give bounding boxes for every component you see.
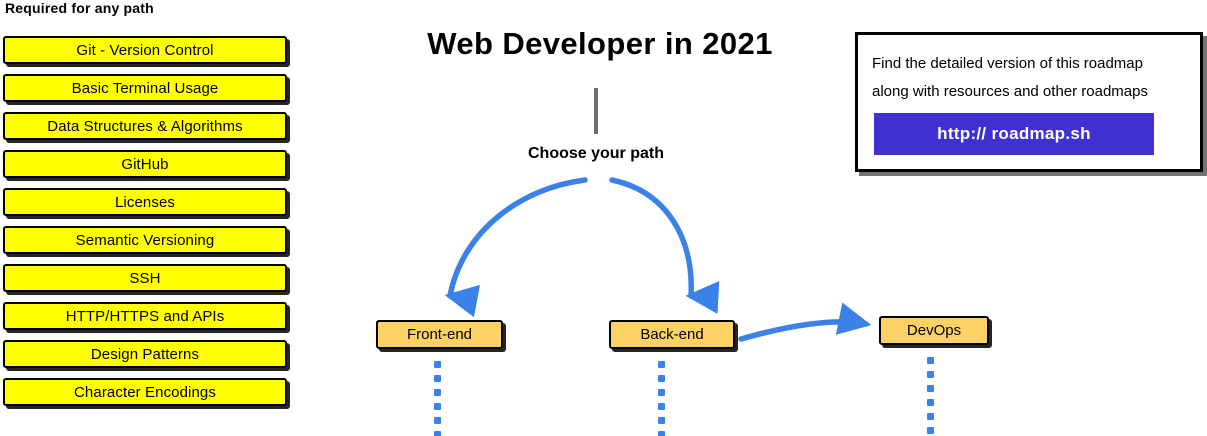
roadmap-link-button[interactable]: http:// roadmap.sh: [874, 113, 1154, 155]
required-item[interactable]: Semantic Versioning: [3, 226, 287, 254]
arrow-backend-to-devops: [738, 302, 872, 342]
path-node-label: Back-end: [640, 326, 704, 343]
required-items-list: Git - Version Control Basic Terminal Usa…: [3, 36, 287, 416]
trail-dot: [658, 389, 665, 396]
trail-dot: [658, 417, 665, 424]
trail-dot: [434, 417, 441, 424]
title-stem-line: [594, 88, 598, 134]
trail-dot: [434, 431, 441, 436]
trail-dot: [927, 371, 934, 378]
required-item-label: GitHub: [121, 155, 169, 173]
dotted-trail-frontend: [434, 361, 441, 436]
required-item-label: Design Patterns: [90, 345, 200, 363]
choose-your-path-label: Choose your path: [527, 145, 664, 162]
page-title: Web Developer in 2021: [427, 26, 773, 61]
required-item-label: SSH: [129, 269, 161, 287]
path-node-label: DevOps: [906, 322, 962, 339]
required-item[interactable]: GitHub: [3, 150, 287, 178]
info-text-line-2: along with resources and other roadmaps: [872, 83, 1148, 100]
required-item[interactable]: SSH: [3, 264, 287, 292]
path-node-devops[interactable]: DevOps: [879, 316, 989, 345]
trail-dot: [434, 361, 441, 368]
required-item-label: Data Structures & Algorithms: [47, 117, 243, 135]
dotted-trail-devops: [927, 357, 934, 434]
path-node-label: Front-end: [406, 326, 473, 343]
required-item[interactable]: Basic Terminal Usage: [3, 74, 287, 102]
required-section-heading: Required for any path: [5, 0, 154, 16]
required-item[interactable]: Licenses: [3, 188, 287, 216]
trail-dot: [658, 431, 665, 436]
required-item[interactable]: Git - Version Control: [3, 36, 287, 64]
required-item-label: Character Encodings: [74, 383, 216, 401]
arrow-to-backend: [609, 177, 720, 314]
required-item[interactable]: Character Encodings: [3, 378, 287, 406]
arrow-to-frontend: [444, 177, 588, 318]
trail-dot: [434, 389, 441, 396]
required-item-label: Git - Version Control: [76, 41, 214, 59]
trail-dot: [927, 357, 934, 364]
required-item-label: Semantic Versioning: [75, 231, 215, 249]
info-text-line-1: Find the detailed version of this roadma…: [872, 55, 1143, 72]
required-item-label: Licenses: [114, 193, 175, 211]
trail-dot: [927, 427, 934, 434]
dotted-trail-backend: [658, 361, 665, 436]
trail-dot: [658, 403, 665, 410]
required-item-label: HTTP/HTTPS and APIs: [65, 307, 225, 325]
trail-dot: [434, 375, 441, 382]
path-node-back-end[interactable]: Back-end: [609, 320, 735, 349]
trail-dot: [658, 361, 665, 368]
required-item[interactable]: Data Structures & Algorithms: [3, 112, 287, 140]
required-item[interactable]: HTTP/HTTPS and APIs: [3, 302, 287, 330]
path-node-front-end[interactable]: Front-end: [376, 320, 503, 349]
required-item[interactable]: Design Patterns: [3, 340, 287, 368]
trail-dot: [434, 403, 441, 410]
info-callout-box: Find the detailed version of this roadma…: [855, 32, 1203, 172]
trail-dot: [927, 385, 934, 392]
trail-dot: [927, 399, 934, 406]
trail-dot: [658, 375, 665, 382]
trail-dot: [927, 413, 934, 420]
roadmap-link-label: http:// roadmap.sh: [937, 124, 1091, 143]
required-item-label: Basic Terminal Usage: [71, 79, 219, 97]
